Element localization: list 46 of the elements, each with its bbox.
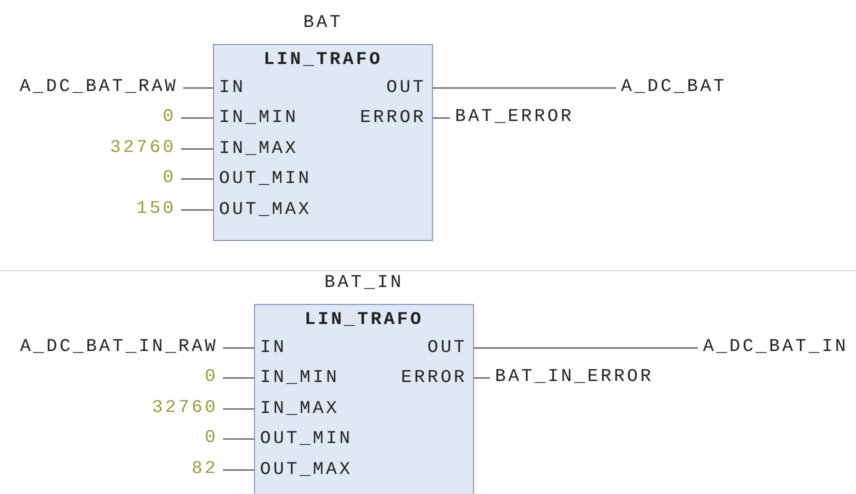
connector-line — [432, 117, 450, 119]
connector-line — [223, 377, 255, 379]
block-type-name: LIN_TRAFO — [304, 309, 424, 331]
constant-value: 0 — [162, 167, 176, 189]
input-pin-label: OUT_MIN — [255, 428, 352, 450]
connector-line — [223, 469, 255, 471]
connector-line — [181, 148, 214, 150]
connector-line — [181, 178, 214, 180]
connector-line — [223, 438, 255, 440]
variable-name: A_DC_BAT_RAW — [20, 76, 178, 98]
connector-line — [432, 87, 616, 89]
input-pin-label: OUT_MAX — [255, 459, 352, 481]
block-instance-name: BAT — [302, 12, 344, 34]
block-type-name: LIN_TRAFO — [262, 49, 384, 71]
constant-value: 150 — [136, 198, 176, 220]
constant-value: 32760 — [110, 137, 176, 159]
input-pin-label: IN — [255, 337, 286, 359]
constant-value: 0 — [162, 106, 176, 128]
constant-value: 82 — [192, 458, 218, 480]
input-pin-label: IN_MIN — [214, 107, 298, 129]
variable-name: BAT_ERROR — [455, 106, 574, 128]
connector-line — [183, 87, 214, 89]
input-pin-label: IN_MIN — [255, 367, 340, 389]
output-pin-label: ERROR — [360, 107, 432, 129]
block-instance-name: BAT_IN — [323, 272, 405, 294]
constant-value: 32760 — [152, 397, 218, 419]
input-pin-label: IN_MAX — [214, 138, 298, 160]
variable-name: A_DC_BAT_IN_RAW — [20, 336, 218, 358]
input-pin-label: IN_MAX — [255, 398, 340, 420]
variable-name: BAT_IN_ERROR — [495, 366, 654, 388]
output-pin-label: OUT — [386, 77, 432, 99]
constant-value: 0 — [204, 427, 218, 449]
variable-name: A_DC_BAT — [621, 76, 727, 98]
output-pin-label: ERROR — [400, 367, 473, 389]
variable-name: A_DC_BAT_IN — [703, 336, 848, 358]
connector-line — [181, 209, 214, 211]
connector-line — [223, 408, 255, 410]
constant-value: 0 — [204, 366, 218, 388]
input-pin-label: OUT_MAX — [214, 199, 312, 221]
input-pin-label: OUT_MIN — [214, 168, 312, 190]
connector-line — [223, 347, 255, 349]
input-pin-label: IN — [214, 77, 246, 99]
connector-line — [473, 347, 698, 349]
connector-line — [473, 377, 490, 379]
connector-line — [181, 117, 214, 119]
output-pin-label: OUT — [427, 337, 473, 359]
